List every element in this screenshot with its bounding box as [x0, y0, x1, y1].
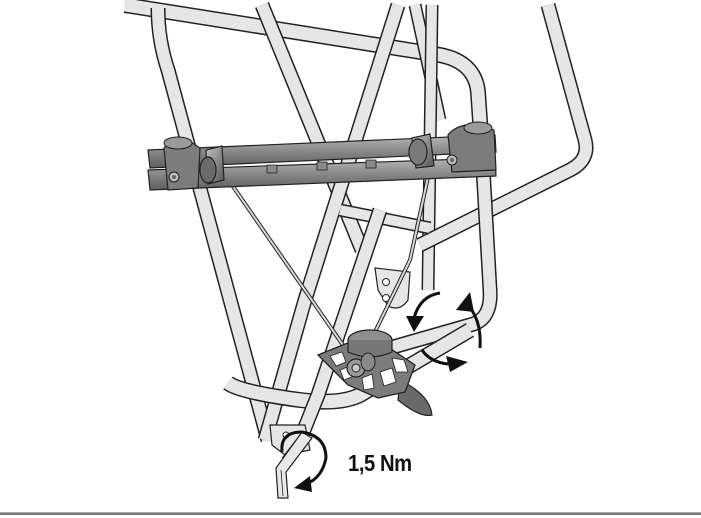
rotate-arrow-right-icon: [446, 356, 468, 372]
right-rail-knob: [408, 133, 435, 169]
torque-value-label: 1,5 Nm: [348, 450, 412, 476]
right-vertical-stay: [327, 149, 498, 373]
right-outer-stay: [416, 3, 594, 252]
right-end-clamp: [446, 121, 497, 173]
footer-divider-highlight: [0, 512, 701, 513]
footer-divider: [0, 512, 701, 515]
left-outer-stay: [150, 7, 276, 442]
rotation-arrows: [406, 291, 482, 372]
rotate-arrow-up-icon: [456, 292, 474, 312]
lower-stay-clamp: [316, 329, 433, 417]
left-rail-knob: [199, 145, 225, 185]
tightening-arrow: [280, 430, 328, 492]
lower-loop: [223, 323, 475, 410]
clockwise-arrow-icon: [294, 476, 312, 492]
rotate-arrow-down-icon: [406, 316, 424, 332]
top-platform-rail: [123, 0, 490, 151]
middle-brace: [338, 203, 432, 235]
hex-key: [275, 431, 313, 499]
left-end-clamp: [163, 136, 201, 191]
lower-diagonal-stay: [293, 207, 388, 443]
adapter-rail: [147, 121, 497, 350]
